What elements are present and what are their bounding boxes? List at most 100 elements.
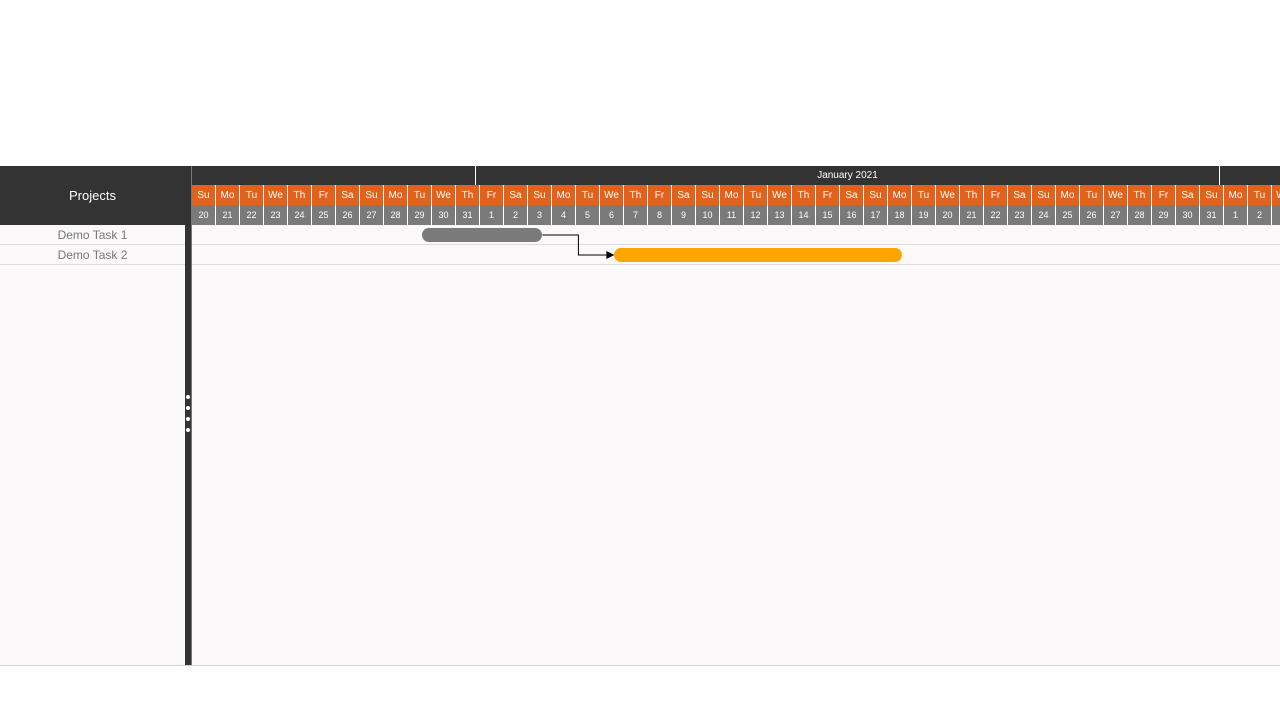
- day-of-week-cell: Su: [360, 185, 384, 205]
- task-list-item[interactable]: Demo Task 2: [0, 245, 185, 265]
- day-of-week-cell: Mo: [216, 185, 240, 205]
- day-of-month-cell: 30: [1176, 205, 1200, 225]
- day-of-month-cell: 6: [600, 205, 624, 225]
- day-of-month-cell: 23: [1008, 205, 1032, 225]
- day-of-week-cell: Su: [1032, 185, 1056, 205]
- panel-splitter[interactable]: [185, 166, 192, 665]
- day-of-week-cell: Sa: [672, 185, 696, 205]
- day-of-week-cell: We: [432, 185, 456, 205]
- month-cell-previous: [192, 166, 476, 185]
- day-of-week-cell: Sa: [1176, 185, 1200, 205]
- month-cell-next: [1219, 166, 1280, 185]
- day-of-week-cell: Tu: [1248, 185, 1272, 205]
- day-of-week-cell: Tu: [1080, 185, 1104, 205]
- day-of-month-cell: 10: [696, 205, 720, 225]
- task-bar-demo-task-1[interactable]: [422, 228, 543, 242]
- day-of-week-cell: Mo: [384, 185, 408, 205]
- day-of-month-cell: 27: [1104, 205, 1128, 225]
- day-of-week-cell: Th: [792, 185, 816, 205]
- task-bar-demo-task-2[interactable]: [614, 248, 903, 262]
- day-of-month-cell: 13: [768, 205, 792, 225]
- day-of-week-cell: We: [768, 185, 792, 205]
- day-of-week-cell: Sa: [504, 185, 528, 205]
- day-of-month-cell: 29: [408, 205, 432, 225]
- day-of-week-cell: Su: [696, 185, 720, 205]
- grip-dot: [186, 395, 190, 399]
- task-name: Demo Task 2: [57, 247, 128, 262]
- day-of-week-cell: Mo: [888, 185, 912, 205]
- dependency-connector: [542, 234, 615, 259]
- chart-body: [192, 225, 1280, 665]
- day-of-week-cell: Su: [192, 185, 216, 205]
- task-list-item[interactable]: Demo Task 1: [0, 225, 185, 245]
- day-of-month-cell: 3: [1272, 205, 1280, 225]
- day-of-month-cell: 1: [480, 205, 504, 225]
- day-of-month-cell: 9: [672, 205, 696, 225]
- day-of-month-cell: 15: [816, 205, 840, 225]
- day-of-month-cell: 8: [648, 205, 672, 225]
- day-of-month-cell: 3: [528, 205, 552, 225]
- day-of-week-cell: Fr: [480, 185, 504, 205]
- day-of-month-cell: 4: [552, 205, 576, 225]
- day-of-month-cell: 20: [936, 205, 960, 225]
- day-of-week-cell: We: [1104, 185, 1128, 205]
- day-of-month-cell: 28: [384, 205, 408, 225]
- day-of-month-cell: 28: [1128, 205, 1152, 225]
- day-of-month-cell: 27: [360, 205, 384, 225]
- day-of-week-cell: Mo: [720, 185, 744, 205]
- day-of-week-cell: Th: [960, 185, 984, 205]
- day-of-month-cell: 22: [240, 205, 264, 225]
- day-of-month-cell: 16: [840, 205, 864, 225]
- day-of-week-cell: Tu: [576, 185, 600, 205]
- day-of-week-cell: Fr: [984, 185, 1008, 205]
- projects-header-label: Projects: [69, 188, 116, 203]
- day-of-month-cell: 2: [504, 205, 528, 225]
- day-of-month-cell: 17: [864, 205, 888, 225]
- day-of-week-cell: We: [264, 185, 288, 205]
- day-of-week-cell: Sa: [1008, 185, 1032, 205]
- day-of-month-cell: 26: [1080, 205, 1104, 225]
- day-of-week-cell: Sa: [336, 185, 360, 205]
- day-of-week-cell: Tu: [408, 185, 432, 205]
- projects-header: Projects: [0, 166, 185, 225]
- day-of-week-cell: Tu: [912, 185, 936, 205]
- day-of-week-cell: Th: [1128, 185, 1152, 205]
- day-of-month-cell: 30: [432, 205, 456, 225]
- day-of-month-cell: 31: [456, 205, 480, 225]
- day-of-week-cell: Mo: [552, 185, 576, 205]
- day-of-month-cell: 7: [624, 205, 648, 225]
- day-of-month-cell: 22: [984, 205, 1008, 225]
- grip-dot: [186, 417, 190, 421]
- day-of-month-cell: 5: [576, 205, 600, 225]
- day-of-week-cell: Tu: [744, 185, 768, 205]
- day-of-week-cell: Fr: [1152, 185, 1176, 205]
- gantt-chart: Projects Demo Task 1 Demo Task 2 January…: [0, 166, 1280, 666]
- month-label: January 2021: [817, 170, 878, 181]
- day-of-month-cell: 1: [1224, 205, 1248, 225]
- day-of-month-cell: 11: [720, 205, 744, 225]
- day-of-month-cell: 21: [216, 205, 240, 225]
- dependency-line: [542, 234, 609, 256]
- day-of-week-cell: Th: [456, 185, 480, 205]
- grip-dot: [186, 428, 190, 432]
- day-of-week-cell: Tu: [240, 185, 264, 205]
- day-of-month-cell: 26: [336, 205, 360, 225]
- day-of-week-cell: Fr: [648, 185, 672, 205]
- grip-dot: [186, 406, 190, 410]
- day-of-month-cell: 29: [1152, 205, 1176, 225]
- day-of-month-cell: 19: [912, 205, 936, 225]
- day-of-week-cell: Mo: [1056, 185, 1080, 205]
- day-of-month-cell: 20: [192, 205, 216, 225]
- chart-row: [192, 225, 1280, 245]
- month-header-row: January 2021: [192, 166, 1280, 185]
- day-of-week-cell: Su: [864, 185, 888, 205]
- day-of-month-cell: 31: [1200, 205, 1224, 225]
- day-of-month-cell: 25: [312, 205, 336, 225]
- day-of-month-cell: 14: [792, 205, 816, 225]
- day-of-month-cell: 21: [960, 205, 984, 225]
- day-of-month-cell: 24: [1032, 205, 1056, 225]
- day-of-week-cell: Sa: [840, 185, 864, 205]
- task-list-panel: Projects Demo Task 1 Demo Task 2: [0, 166, 185, 665]
